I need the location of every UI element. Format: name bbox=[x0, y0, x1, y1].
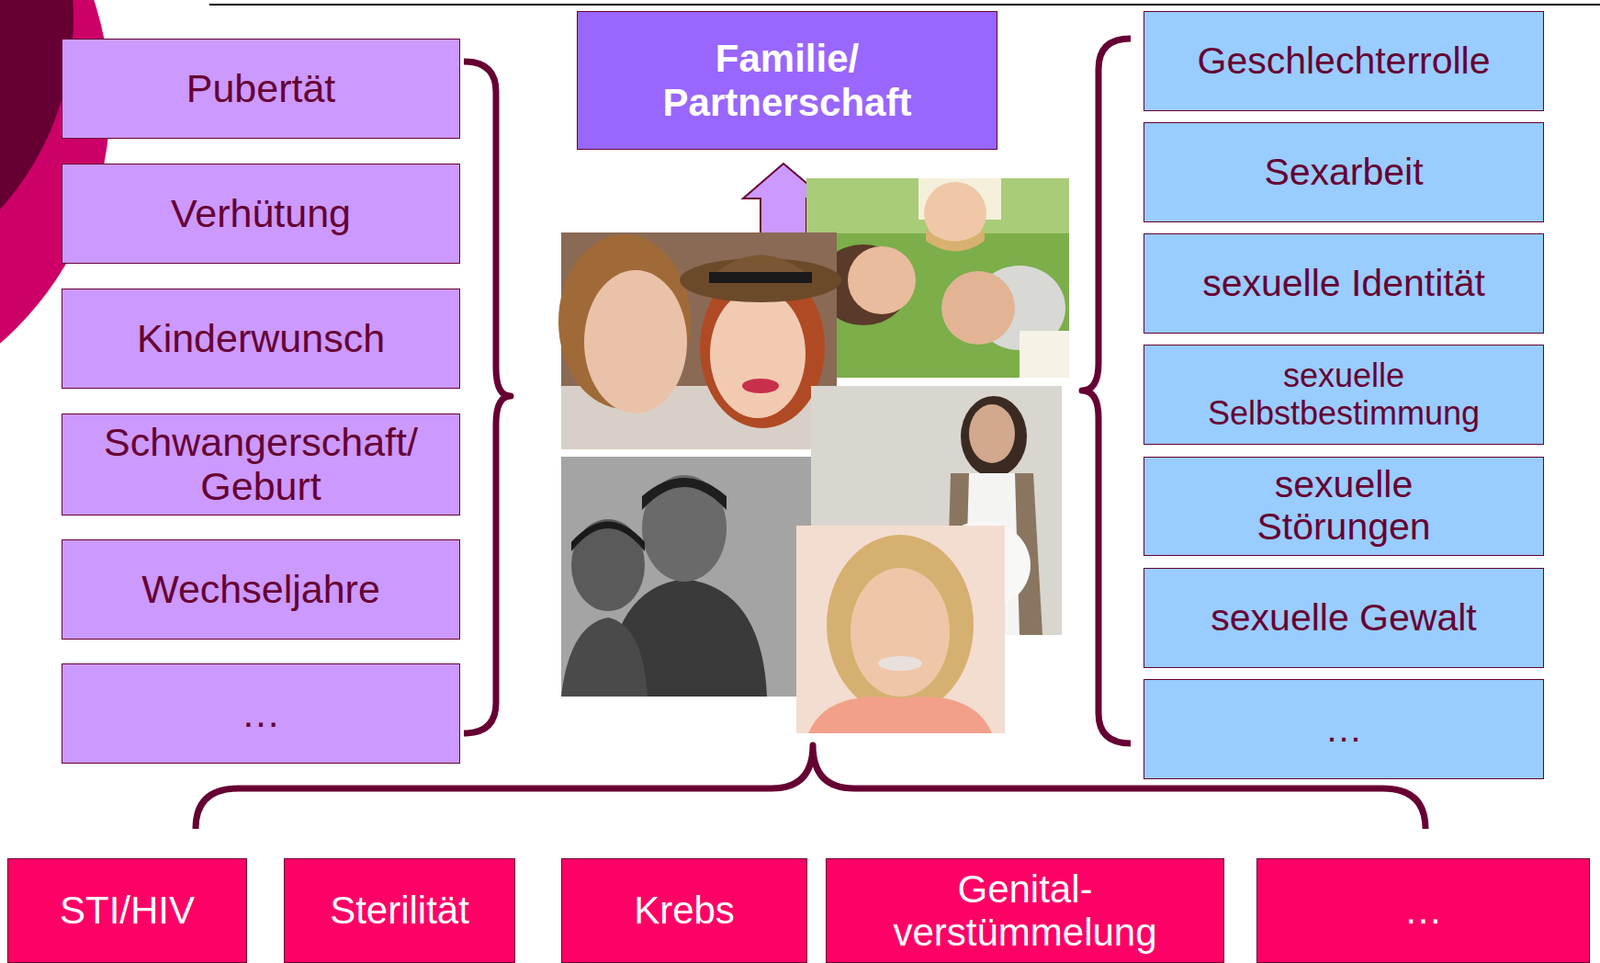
text-holder: Krebs bbox=[633, 888, 735, 932]
box-label: STI/HIV bbox=[59, 888, 195, 932]
photo-hair bbox=[642, 477, 727, 510]
photo-shirt bbox=[808, 696, 992, 733]
text-holder: Pubertät bbox=[186, 66, 337, 111]
topic-box: … bbox=[61, 663, 461, 764]
photo-friends bbox=[558, 232, 842, 450]
text-holder: Schwangerschaft/ Geburt bbox=[77, 419, 445, 508]
health-box: … bbox=[1256, 857, 1590, 963]
box-label: Kinderwunsch bbox=[136, 315, 385, 361]
photo-hair bbox=[571, 521, 645, 553]
box-label: Sexarbeit bbox=[1263, 151, 1423, 194]
health-box: Krebs bbox=[561, 857, 808, 963]
left-brace bbox=[463, 61, 511, 733]
topic-box: sexuelle Störungen bbox=[1143, 456, 1544, 556]
box-label: Schwangerschaft/ Geburt bbox=[77, 419, 445, 508]
text-holder: … bbox=[1404, 888, 1443, 932]
text-holder: Sterilität bbox=[329, 888, 470, 932]
photo-face bbox=[850, 567, 950, 697]
photo-face bbox=[847, 246, 916, 315]
health-box: STI/HIV bbox=[7, 857, 248, 963]
box-label: Sterilität bbox=[329, 888, 470, 932]
text-holder: Sexarbeit bbox=[1263, 151, 1423, 194]
text-holder: sexuelle Gewalt bbox=[1210, 597, 1477, 640]
box-label: sexuelle Gewalt bbox=[1210, 597, 1477, 640]
photo-face bbox=[969, 404, 1015, 463]
box-label: sexuelle Identität bbox=[1202, 262, 1486, 305]
topic-box: Geschlechterrolle bbox=[1143, 11, 1544, 112]
topic-box: Verhütung bbox=[61, 163, 461, 264]
topic-box: Sexarbeit bbox=[1143, 122, 1544, 223]
text-holder: Geschlechterrolle bbox=[1196, 40, 1490, 83]
box-label: … bbox=[241, 690, 282, 735]
topic-box: Pubertät bbox=[61, 38, 461, 139]
photo-woman bbox=[796, 525, 1005, 733]
photo-face bbox=[571, 518, 645, 611]
topic-box: Kinderwunsch bbox=[61, 288, 461, 389]
box-label: … bbox=[1404, 888, 1443, 932]
box-label: Pubertät bbox=[186, 66, 337, 111]
photo-face bbox=[642, 474, 727, 582]
text-holder: Familie/ Partnerschaft bbox=[594, 36, 981, 124]
photo-hat-band bbox=[709, 271, 812, 283]
box-label: Verhütung bbox=[170, 191, 351, 236]
right-brace bbox=[1081, 38, 1131, 744]
photo-body bbox=[561, 617, 648, 697]
photo-lips bbox=[742, 378, 779, 394]
box-label: sexuelle Selbstbestimmung bbox=[1155, 357, 1533, 432]
topic-box: Schwangerschaft/ Geburt bbox=[61, 413, 461, 516]
text-holder: sexuelle Störungen bbox=[1205, 463, 1482, 549]
text-holder: STI/HIV bbox=[59, 888, 195, 932]
text-holder: Genital- verstümmelung bbox=[841, 867, 1209, 954]
text-holder: sexuelle Selbstbestimmung bbox=[1155, 357, 1533, 432]
topic-box: … bbox=[1143, 678, 1544, 779]
photo-ground bbox=[806, 178, 1070, 378]
photo-ground bbox=[561, 456, 812, 697]
health-box: Sterilität bbox=[283, 857, 516, 963]
text-holder: sexuelle Identität bbox=[1202, 262, 1486, 305]
box-label: Wechseljahre bbox=[141, 566, 381, 611]
text-holder: … bbox=[241, 690, 282, 735]
photo-hair bbox=[960, 395, 1027, 477]
box-label: Familie/ Partnerschaft bbox=[594, 36, 981, 124]
box-label: sexuelle Störungen bbox=[1205, 463, 1482, 549]
text-holder: … bbox=[1325, 708, 1364, 751]
photo-ground bbox=[796, 525, 1005, 733]
text-holder: Kinderwunsch bbox=[136, 315, 385, 361]
topic-box: Wechseljahre bbox=[61, 539, 461, 640]
photo-couple bbox=[561, 456, 812, 697]
text-holder: Wechseljahre bbox=[141, 566, 381, 611]
photo-face bbox=[941, 270, 1015, 345]
text-holder: Verhütung bbox=[170, 191, 351, 236]
box-label: Genital- verstümmelung bbox=[841, 867, 1209, 954]
photo-smile bbox=[878, 655, 923, 671]
photo-family bbox=[806, 178, 1070, 378]
top-rule bbox=[209, 3, 1600, 6]
photo-face bbox=[709, 289, 806, 418]
box-label: Geschlechterrolle bbox=[1196, 40, 1490, 83]
box-label: … bbox=[1325, 708, 1364, 751]
health-box: Genital- verstümmelung bbox=[825, 857, 1225, 963]
topic-box: sexuelle Gewalt bbox=[1143, 567, 1544, 668]
topic-box: sexuelle Identität bbox=[1143, 233, 1544, 334]
photo-hair bbox=[925, 229, 985, 252]
photo-hair bbox=[826, 534, 974, 715]
center-box: Familie/ Partnerschaft bbox=[576, 11, 998, 150]
photo-face bbox=[584, 270, 688, 414]
topic-box: sexuelle Selbstbestimmung bbox=[1143, 344, 1544, 445]
box-label: Krebs bbox=[633, 888, 735, 932]
photo-shirt bbox=[1019, 330, 1070, 378]
